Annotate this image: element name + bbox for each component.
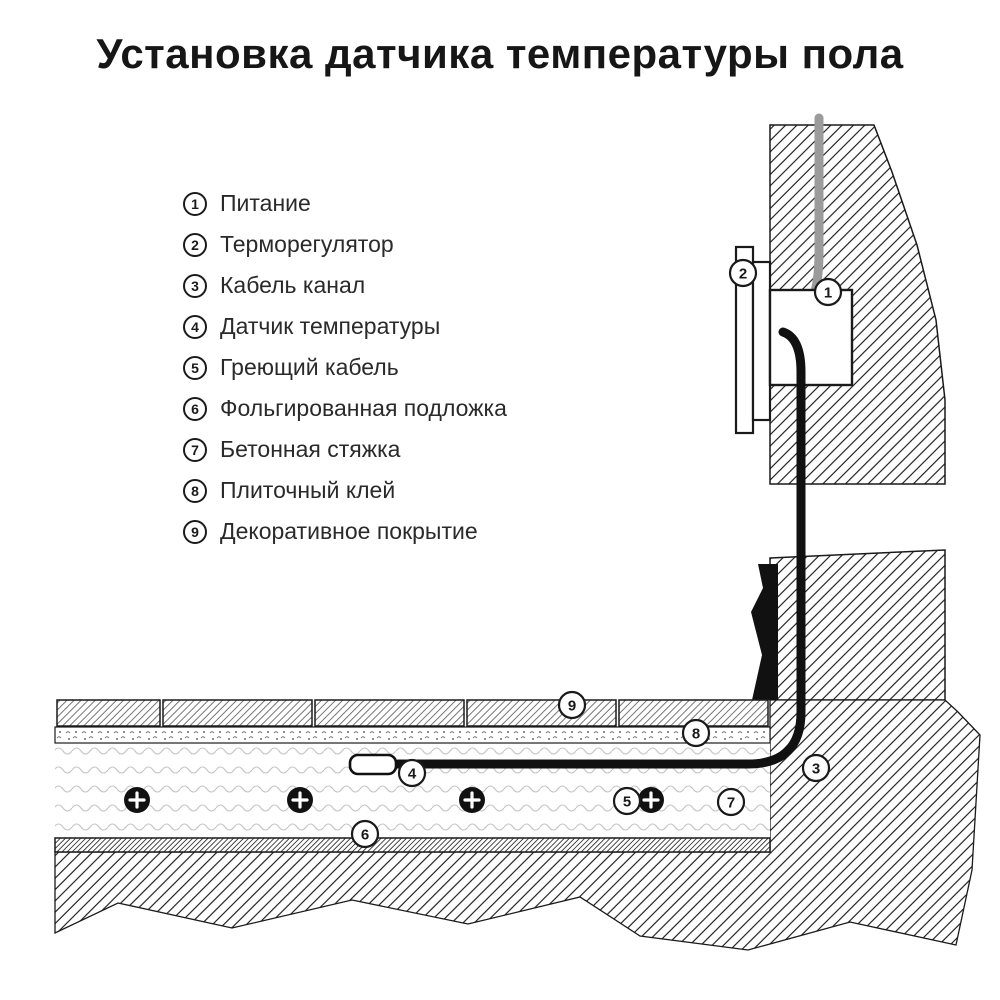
callout-8: 8 [681,718,711,748]
legend-item: 4 Датчик температуры [183,313,507,339]
legend-number-badge: 1 [183,191,207,216]
tile [56,699,161,727]
legend-label: Терморегулятор [220,231,394,257]
callout-5: 5 [612,786,642,816]
legend: 1 Питание 2 Терморегулятор 3 Кабель кана… [183,190,507,544]
tile [162,699,313,727]
floor-sensor-cable [393,327,806,769]
legend-label: Фольгированная подложка [220,395,507,421]
legend-item: 5 Греющий кабель [183,354,507,380]
heating-cable-marker [638,787,664,813]
legend-number-badge: 8 [183,478,207,503]
legend-label: Греющий кабель [220,354,399,380]
legend-label: Декоративное покрытие [220,518,478,544]
tile [466,699,617,727]
legend-number-badge: 3 [183,273,207,298]
legend-number-badge: 9 [183,519,207,544]
thermostat-body [751,260,772,422]
thermostat [734,245,854,435]
temperature-sensor [348,753,398,776]
wall-upper-section [769,124,946,485]
page-title: Установка датчика температуры пола [96,30,904,77]
legend-item: 1 Питание [183,190,507,216]
callout-number: 8 [692,726,700,743]
legend-label: Плиточный клей [220,477,396,503]
foil-underlay-layer [54,837,771,853]
legend-label: Бетонная стяжка [220,436,401,462]
legend-number-badge: 7 [183,437,207,462]
legend-number-badge: 5 [183,355,207,380]
subfloor-base [54,699,981,951]
callout-number: 6 [361,827,369,844]
callout-number: 2 [739,266,747,283]
callout-number: 3 [812,761,820,778]
legend-number-badge: 2 [183,232,207,257]
tile [314,699,465,727]
tile-adhesive-layer [54,726,771,744]
callout-number: 5 [623,794,631,811]
heating-cable-marker [124,787,150,813]
legend-label: Датчик температуры [220,313,441,339]
legend-number-badge: 6 [183,396,207,421]
callout-9: 9 [557,690,587,720]
legend-item: 3 Кабель канал [183,272,507,298]
callout-2: 2 [728,258,758,288]
tile-layer [56,699,769,727]
callout-number: 4 [408,766,417,783]
callout-number: 9 [568,698,576,715]
legend-label: Кабель канал [220,272,366,298]
callout-number: 1 [824,285,832,302]
heating-cable-marker [459,787,485,813]
thermostat-wall-box [768,288,854,387]
callout-number: 7 [727,795,735,812]
wall-lower-section [769,549,946,701]
callout-7: 7 [716,787,746,817]
callout-6: 6 [350,819,380,849]
callout-1: 1 [813,277,843,307]
heating-cable-marker [287,787,313,813]
legend-item: 2 Терморегулятор [183,231,507,257]
legend-item: 9 Декоративное покрытие [183,518,507,544]
legend-item: 6 Фольгированная подложка [183,395,507,421]
legend-item: 8 Плиточный клей [183,477,507,503]
screed-layer [55,743,770,838]
callout-4: 4 [397,758,427,788]
legend-label: Питание [220,190,311,216]
diagram-callouts: 1 2 3 4 5 6 7 8 9 [350,258,843,849]
legend-item: 7 Бетонная стяжка [183,436,507,462]
cable-channel-strip [751,564,778,700]
heating-cable-markers [124,787,664,813]
callout-3: 3 [801,753,831,783]
legend-number-badge: 4 [183,314,207,339]
